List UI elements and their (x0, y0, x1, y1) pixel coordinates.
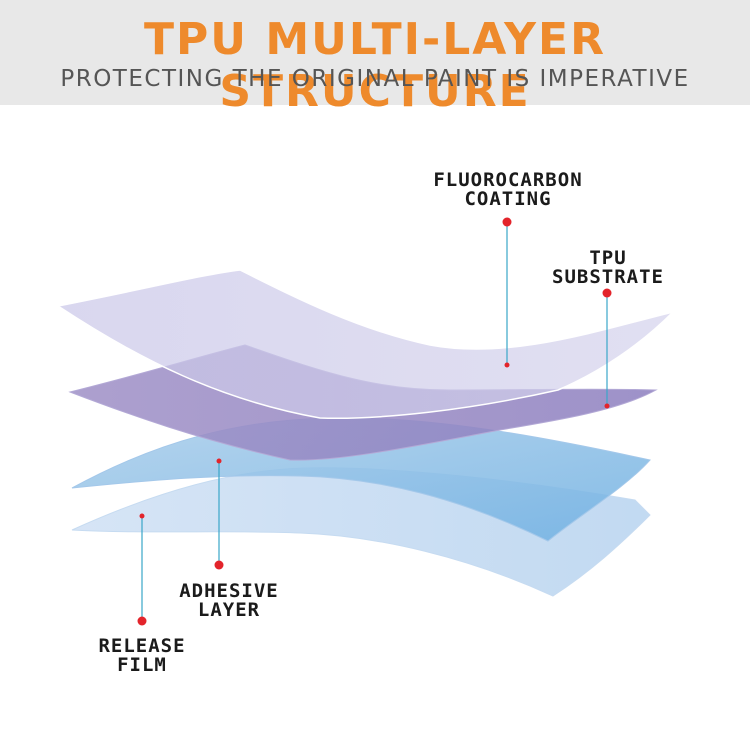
adhesive-label-line2: LAYER (197, 599, 261, 621)
page-title: TPU MULTI-LAYER STRUCTURE (144, 14, 606, 117)
page-subtitle: PROTECTING THE ORIGINAL PAINT IS IMPERAT… (60, 66, 690, 92)
tpu-label-line1: TPU (589, 247, 627, 269)
fluorocarbon-point (504, 362, 510, 368)
tpu-label-line2: SUBSTRATE (552, 266, 664, 288)
release-film-label: RELEASE FILM (87, 637, 197, 675)
release-label-line2: FILM (117, 654, 167, 676)
header-banner (0, 0, 750, 105)
release-label-line1: RELEASE (98, 635, 186, 657)
release-point (139, 513, 145, 519)
tpu-substrate-label: TPU SUBSTRATE (538, 249, 678, 287)
fluorocarbon-label-line1: FLUOROCARBON (433, 169, 583, 191)
tpu-marker (602, 288, 612, 298)
tpu-point (604, 403, 610, 409)
fluorocarbon-coating-layer (56, 269, 676, 419)
adhesive-point (216, 458, 222, 464)
release-marker (137, 616, 147, 626)
fluorocarbon-coating-label: FLUOROCARBON COATING (409, 171, 607, 209)
adhesive-label-line1: ADHESIVE (179, 580, 279, 602)
fluorocarbon-label-line2: COATING (464, 188, 552, 210)
adhesive-marker (214, 560, 224, 570)
fluorocarbon-marker (502, 217, 512, 227)
adhesive-layer-label: ADHESIVE LAYER (165, 582, 293, 620)
